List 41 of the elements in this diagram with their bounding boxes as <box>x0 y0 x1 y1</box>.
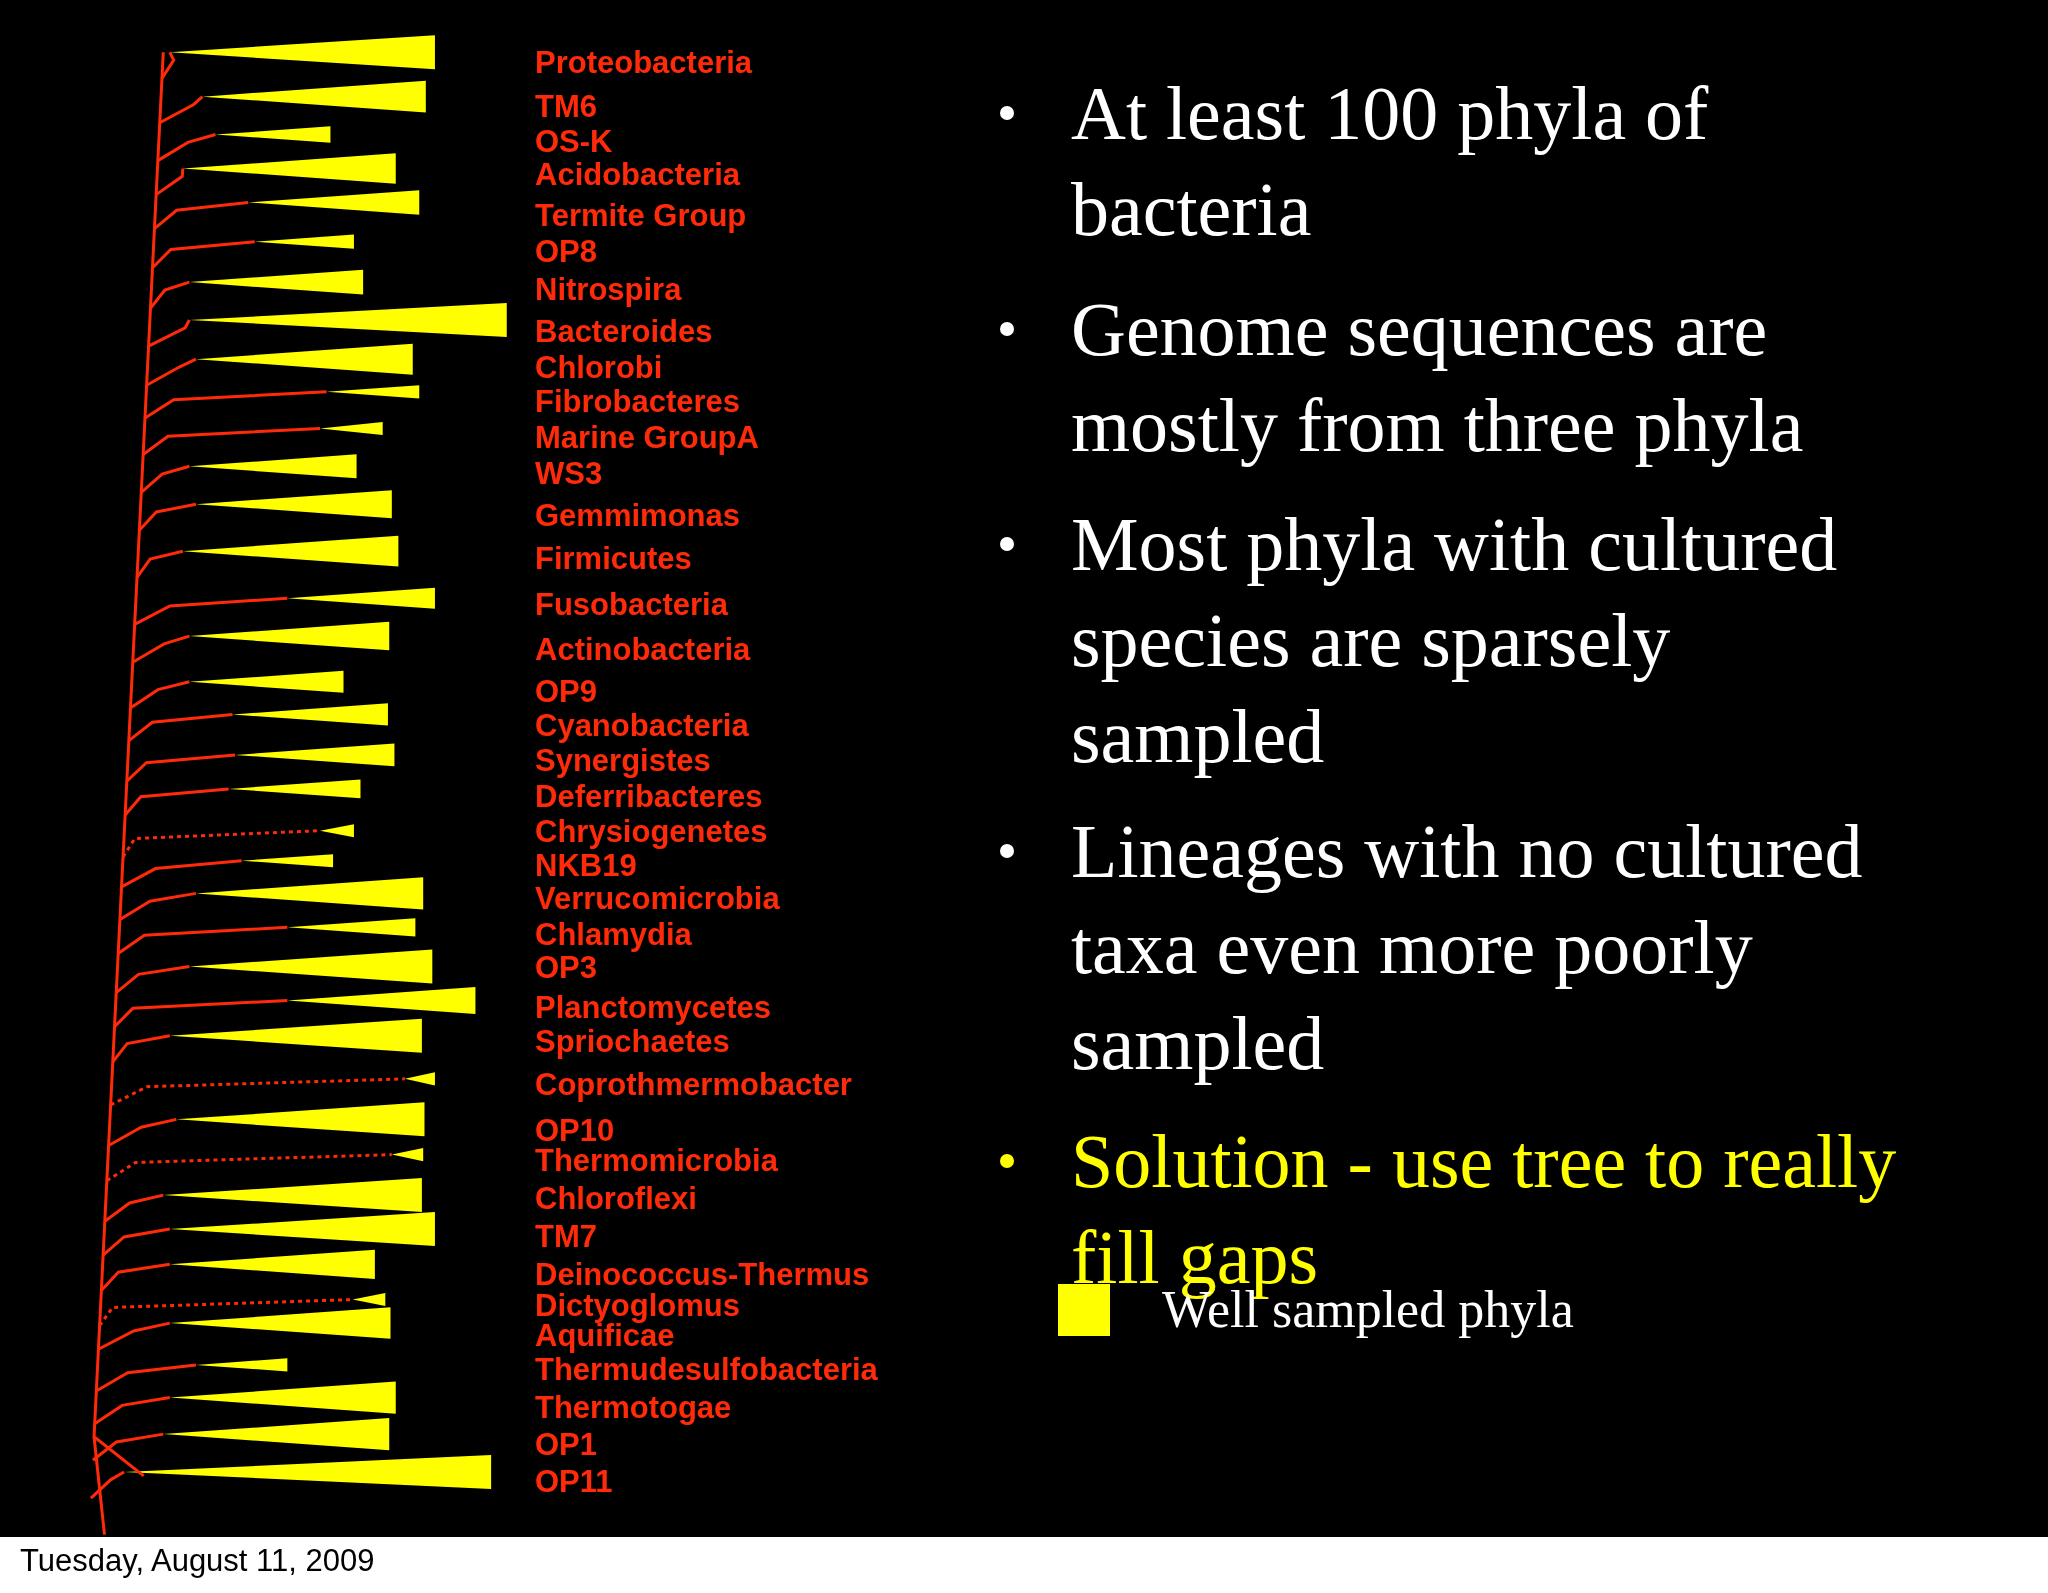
phylum-label: OS-K <box>535 125 613 160</box>
bullet-text: Most phyla with cultured species are sparsely sampled <box>1071 501 1839 781</box>
phylum-label: OP11 <box>535 1465 613 1500</box>
bullet-text: Lineages with no cultured taxa even more poorly sampled <box>1071 808 1864 1088</box>
phylum-label: NKB19 <box>535 848 637 883</box>
phylum-label: Termite Group <box>535 198 747 233</box>
phylum-label: Spriochaetes <box>535 1025 730 1060</box>
phylum-label: WS3 <box>535 457 603 492</box>
phylum-label: Fibrobacteres <box>535 385 740 420</box>
phylum-label: Deferribacteres <box>535 779 763 814</box>
phylum-label: TM7 <box>535 1219 597 1254</box>
bullet-text: Genome sequences are mostly from three phyla <box>1071 285 1805 469</box>
date-text: Tuesday, August 11, 2009 <box>20 1543 375 1579</box>
phylum-label: Synergistes <box>535 744 711 779</box>
phylum-label: Chlorobi <box>535 351 663 386</box>
phylum-label: Firmicutes <box>535 542 692 576</box>
phylum-label: Cyanobacteria <box>535 709 749 744</box>
phylum-label: Bacteroides <box>535 314 713 349</box>
phylum-label: Chrysiogenetes <box>535 815 768 849</box>
phylum-label: Nitrospira <box>535 272 682 307</box>
phylum-label: OP8 <box>535 235 598 270</box>
phylum-label: Thermotogae <box>535 1391 732 1425</box>
phylum-label: OP9 <box>535 675 598 710</box>
phylum-label: Deinococcus-Thermus <box>535 1257 870 1292</box>
phylum-label: Verrucomicrobia <box>535 881 780 916</box>
phylum-label: OP3 <box>535 950 598 985</box>
phylum-label: Dictyoglomus <box>535 1289 740 1324</box>
phylum-label: Chloroflexi <box>535 1182 697 1216</box>
phylum-label: Proteobacteria <box>535 45 753 80</box>
phylum-label: Actinobacteria <box>535 633 751 668</box>
phylum-label: Gemmimonas <box>535 498 740 533</box>
bullet-text: At least 100 phyla of bacteria <box>1071 70 1710 254</box>
phylum-label: TM6 <box>535 90 597 125</box>
phylum-label: Marine GroupA <box>535 420 759 455</box>
phylum-label: Acidobacteria <box>535 158 740 192</box>
phylum-label: Coprothmermobacter <box>535 1068 852 1103</box>
phylum-label: Planctomycetes <box>535 991 772 1026</box>
phylum-label: Thermudesulfobacteria <box>535 1353 878 1388</box>
phylum-label: Fusobacteria <box>535 587 728 622</box>
phylum-label: OP1 <box>535 1427 598 1462</box>
phylum-label: Chlamydia <box>535 918 692 953</box>
